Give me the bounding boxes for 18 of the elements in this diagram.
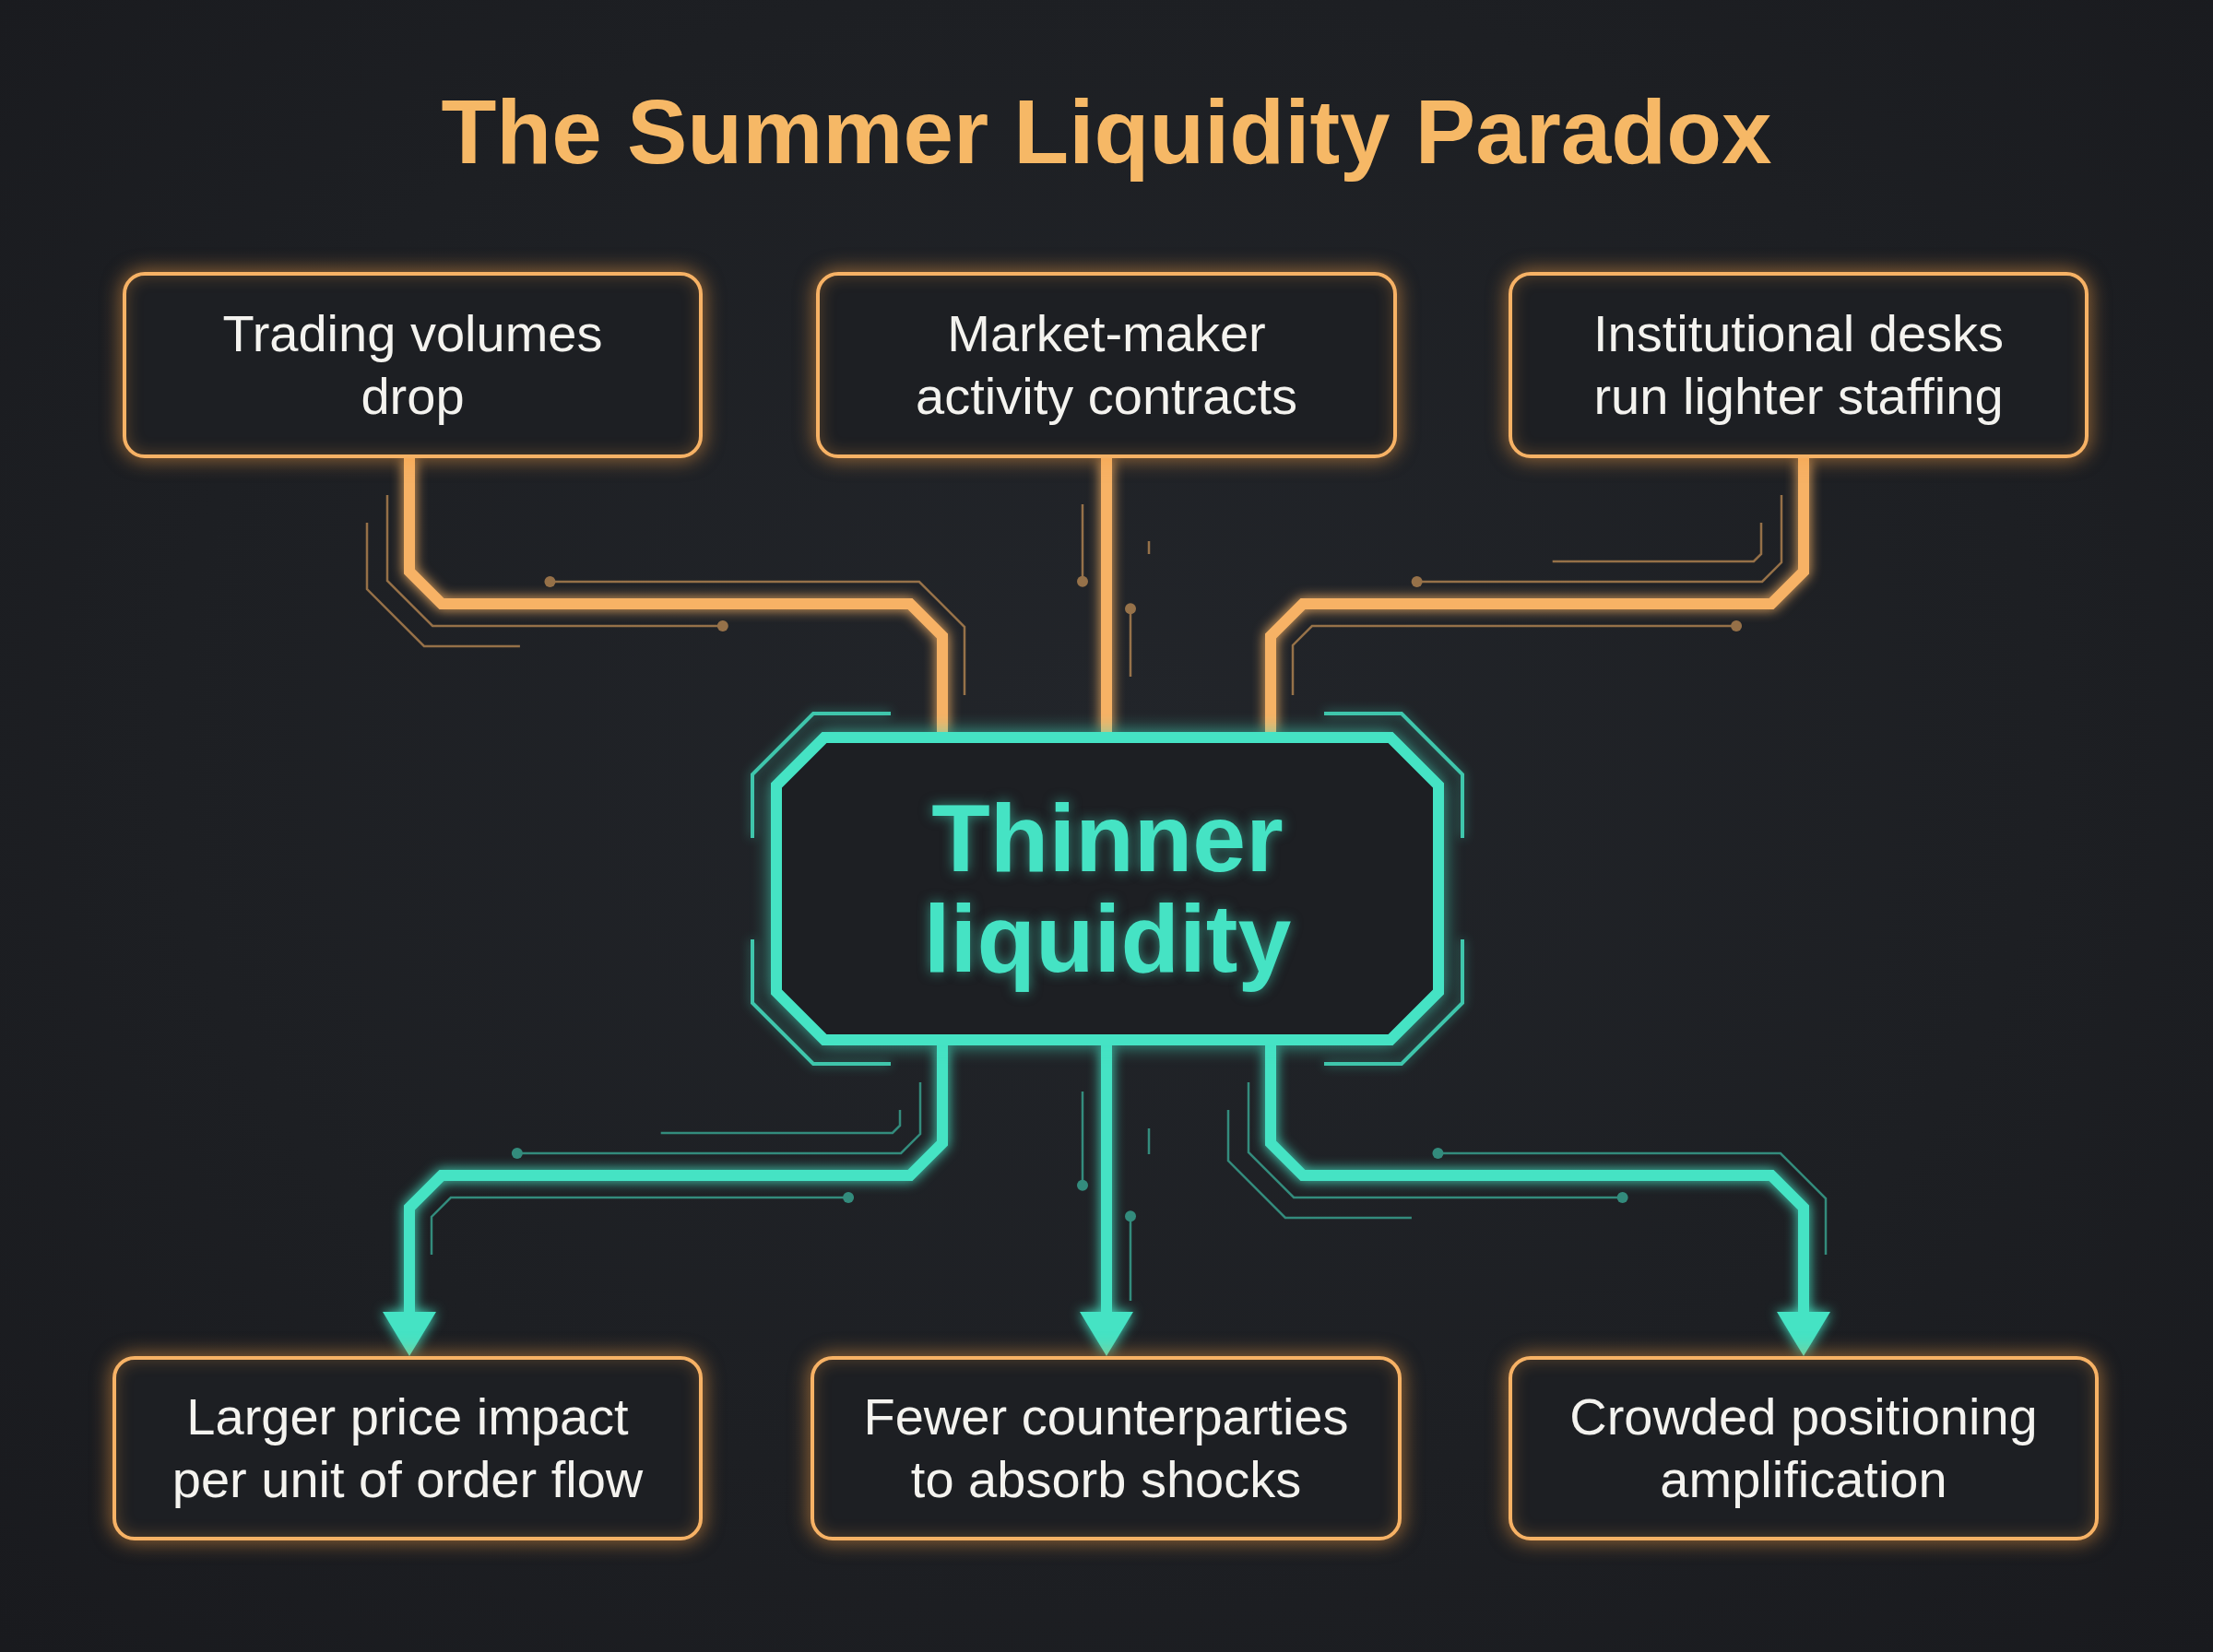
process-box xyxy=(811,1356,1402,1540)
arrow xyxy=(383,1045,948,1356)
process-box xyxy=(816,272,1397,458)
box-label: Trading volumes drop xyxy=(221,302,604,427)
box-label: Market-maker activity contracts xyxy=(915,302,1298,427)
process-box xyxy=(123,272,703,458)
box-label: Fewer counterparties to absorb shocks xyxy=(862,1386,1350,1510)
process-box xyxy=(1509,272,2089,458)
title: The Summer Liquidity Paradox xyxy=(441,83,1772,183)
arrow xyxy=(1265,1045,1830,1356)
box-label: Institutional desks run lighter staffing xyxy=(1592,302,2006,427)
box-label: Larger price impact per unit of order flow xyxy=(171,1386,645,1510)
box-label: Crowded positioning amplification xyxy=(1568,1386,2039,1510)
connector-line xyxy=(1265,458,1809,732)
process-box xyxy=(112,1356,703,1540)
process-box xyxy=(1509,1356,2099,1540)
center-label: Thinner liquidity xyxy=(922,787,1293,990)
connector-line xyxy=(404,458,948,732)
